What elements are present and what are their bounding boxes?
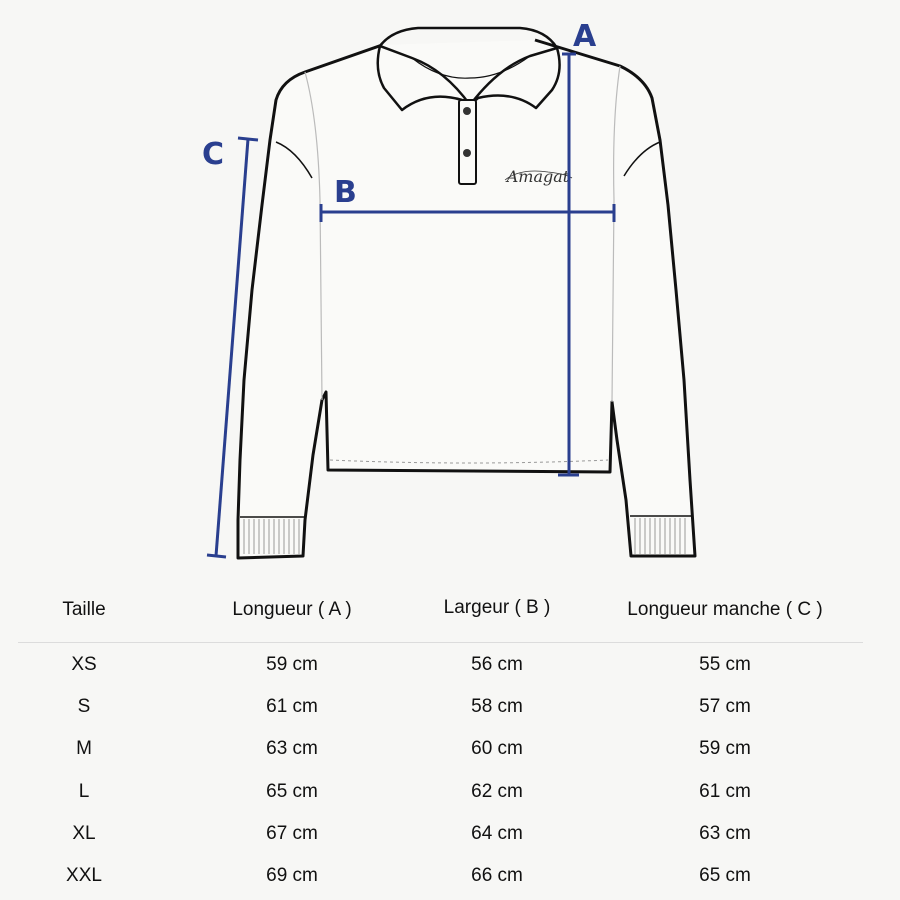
garment-diagram: Amagat: [206, 26, 697, 560]
cell-sleeve: 59 cm: [699, 738, 751, 760]
table-row: XL 67 cm 64 cm 63 cm: [18, 812, 863, 854]
measure-line-b: [319, 204, 616, 222]
cell-size: XL: [72, 822, 96, 844]
label-b: B: [334, 175, 357, 210]
header-sleeve-length: Longueur manche ( C ): [627, 599, 823, 620]
cell-length: 65 cm: [266, 780, 318, 802]
cell-length: 61 cm: [266, 696, 318, 718]
cell-size: M: [76, 738, 92, 760]
cell-length: 59 cm: [266, 654, 318, 675]
table-row: XS 59 cm 56 cm 55 cm: [18, 643, 863, 685]
cell-size: S: [77, 696, 91, 718]
right-shoulder-fold: [623, 141, 661, 177]
right-armhole-seam: [611, 65, 621, 403]
left-shoulder-fold: [275, 141, 313, 179]
header-size: Taille: [62, 599, 106, 620]
collar-back: [379, 26, 559, 49]
measure-line-a: [558, 52, 579, 477]
cell-sleeve: 55 cm: [699, 654, 751, 675]
cell-width: 56 cm: [471, 654, 523, 675]
shirt-outline: [236, 38, 697, 560]
cell-width: 60 cm: [471, 738, 523, 760]
cell-width: 58 cm: [471, 696, 523, 718]
logo-swash: [504, 170, 573, 181]
table-row: S 61 cm 58 cm 57 cm: [18, 685, 863, 727]
table-row: XXL 69 cm 66 cm 65 cm: [18, 854, 863, 896]
cell-length: 67 cm: [266, 822, 318, 844]
cell-sleeve: 63 cm: [699, 822, 751, 844]
hem-stitch: [329, 459, 609, 464]
left-armhole-seam: [304, 71, 323, 401]
cell-sleeve: 57 cm: [699, 696, 751, 718]
cell-width: 62 cm: [471, 780, 523, 802]
button-bottom: [463, 149, 471, 157]
label-a: A: [573, 19, 597, 54]
cell-width: 64 cm: [471, 822, 523, 844]
header-width: Largeur ( B ): [443, 597, 551, 618]
cell-length: 63 cm: [266, 738, 318, 760]
cell-size: XS: [71, 654, 97, 675]
table-row: M 63 cm 60 cm 59 cm: [18, 727, 863, 769]
left-cuff-ribbing: [243, 519, 300, 554]
placket: [458, 99, 477, 185]
table-row: L 65 cm 62 cm 61 cm: [18, 770, 863, 812]
collar-right: [468, 46, 561, 110]
table-header: Taille Longueur ( A ) Largeur ( B ) Long…: [18, 592, 863, 643]
cell-size: L: [78, 780, 90, 802]
neck-inner: [411, 55, 531, 79]
cell-sleeve: 61 cm: [699, 780, 751, 802]
cell-sleeve: 65 cm: [699, 864, 751, 886]
chest-logo: Amagat: [505, 167, 570, 186]
cell-size: XXL: [66, 864, 102, 886]
measure-line-c: [206, 136, 259, 559]
cell-width: 66 cm: [471, 864, 523, 886]
collar-left: [376, 44, 472, 112]
size-table: Taille Longueur ( A ) Largeur ( B ) Long…: [18, 592, 863, 896]
cell-length: 69 cm: [266, 864, 318, 886]
label-c: C: [202, 137, 225, 172]
button-top: [463, 107, 471, 115]
right-cuff-ribbing: [634, 518, 686, 554]
header-length: Longueur ( A ): [232, 599, 352, 620]
